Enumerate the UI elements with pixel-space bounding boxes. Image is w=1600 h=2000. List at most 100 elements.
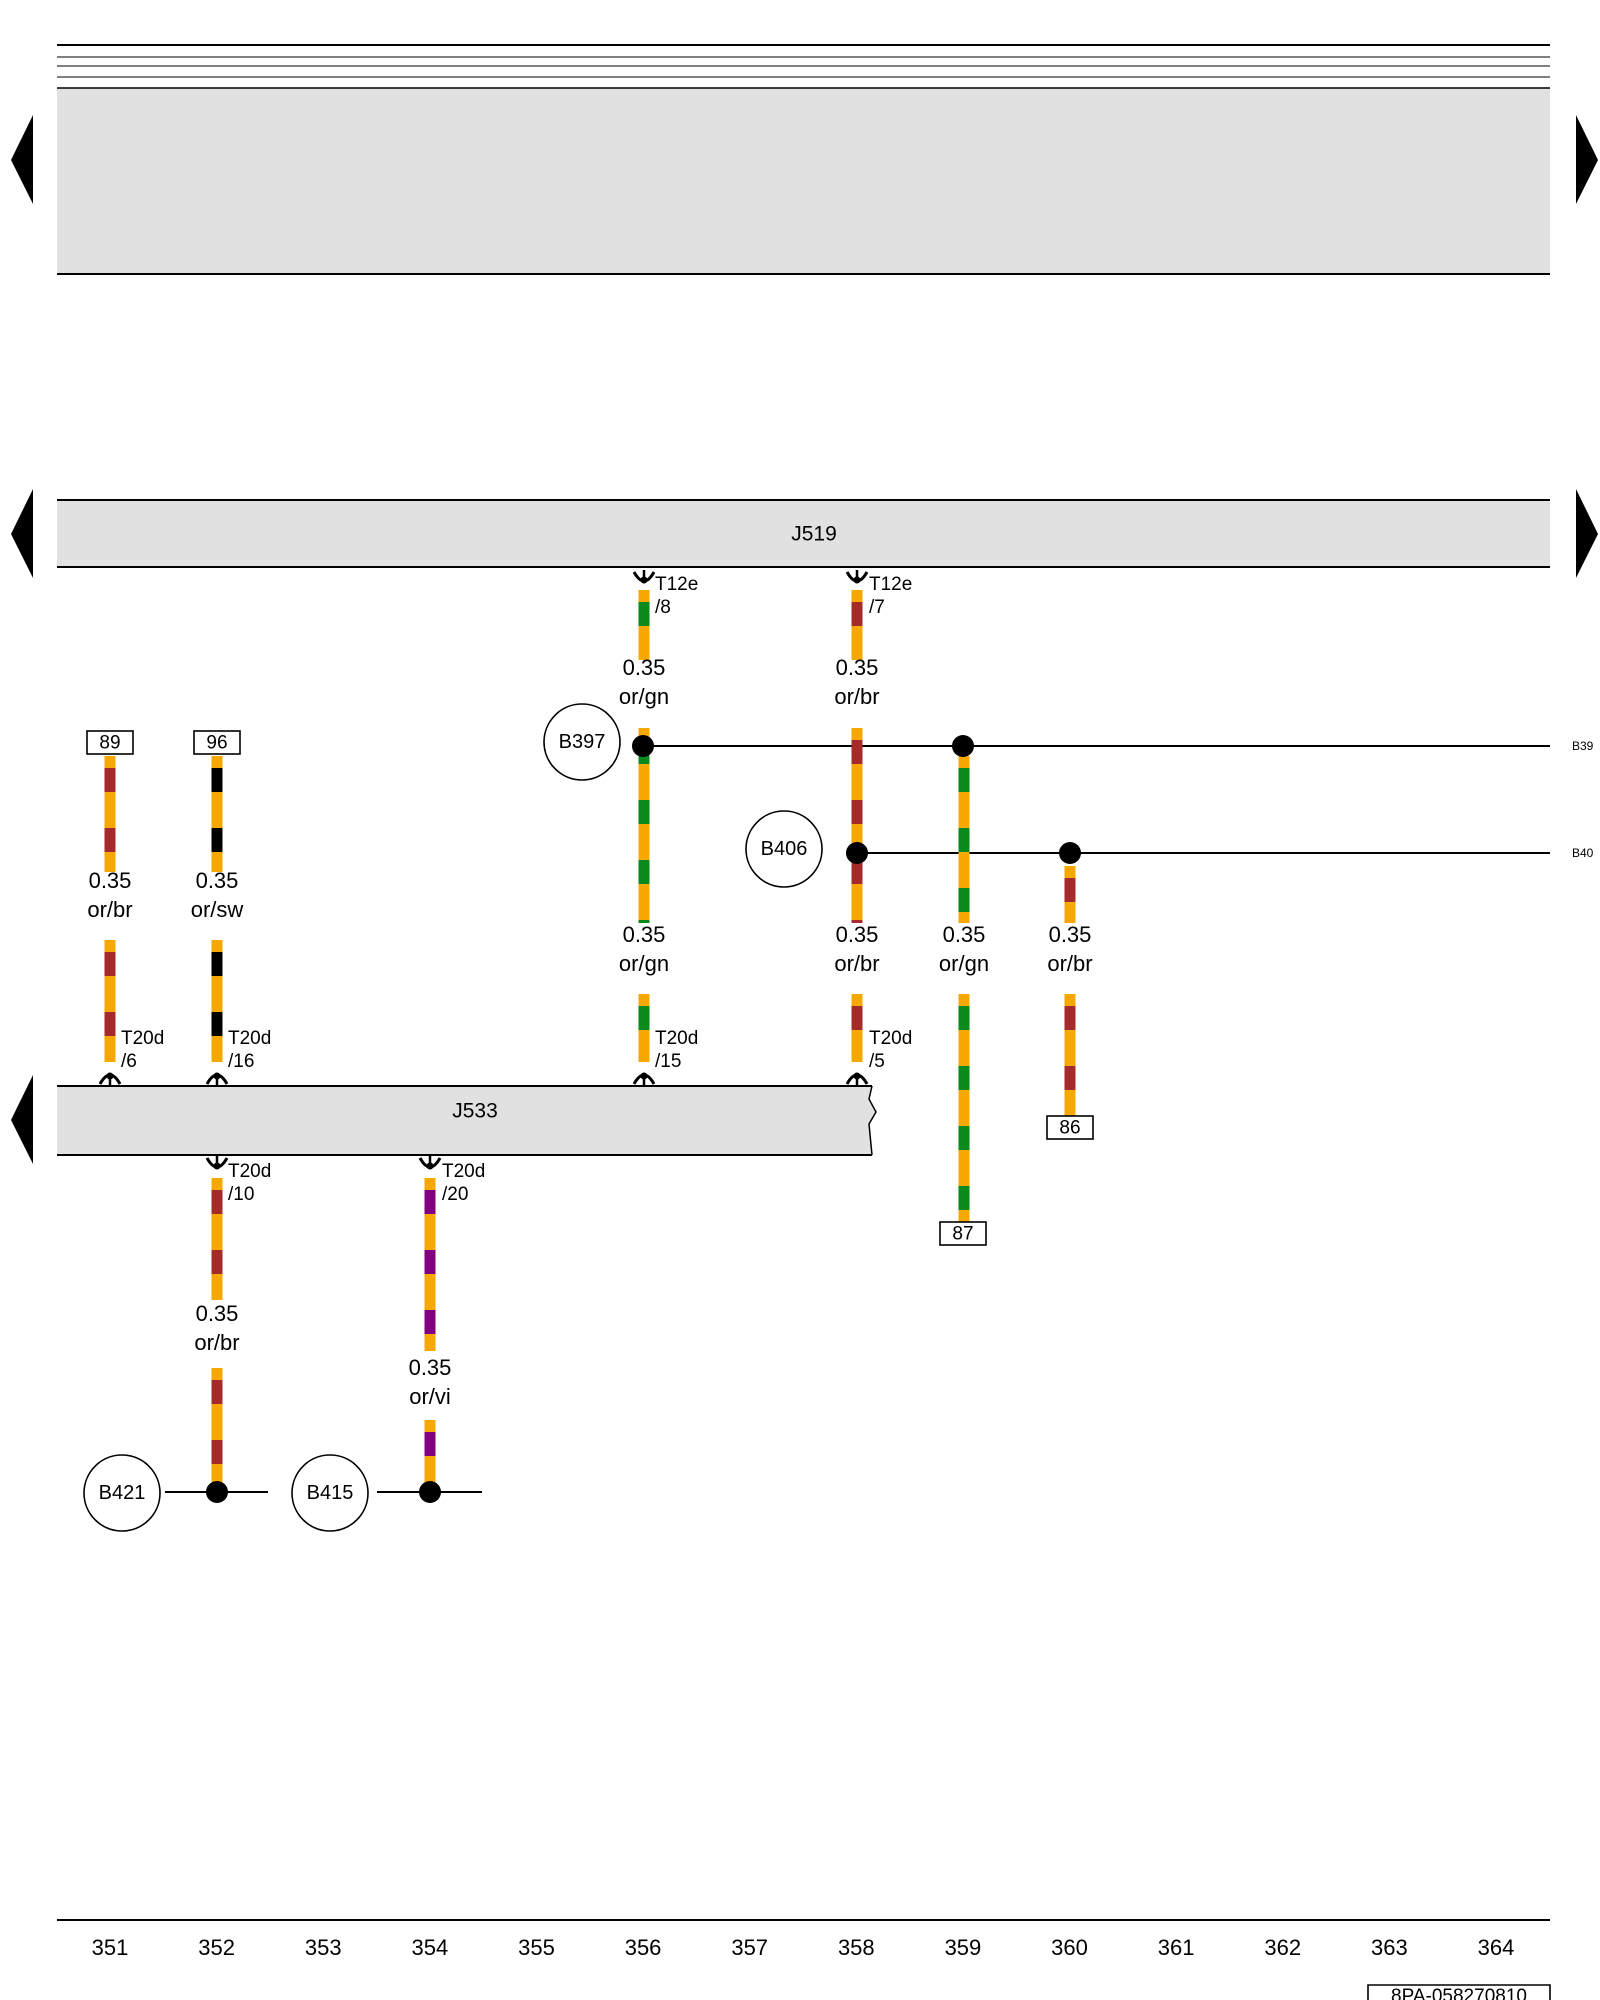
wire-segment[interactable] [211,1178,223,1300]
wire-segment[interactable] [958,756,970,923]
wire-segment[interactable] [851,590,863,660]
wire-stripe [638,800,650,824]
wire-stripe [211,1012,223,1036]
connector-pin-icon [205,1072,229,1086]
wire-stripe [211,952,223,976]
wire-stripe [211,1380,223,1404]
terminal-label: 87 [952,1224,973,1245]
wire-stripe [211,768,223,792]
wire-base [1064,994,1076,1116]
junction-dot [419,1481,441,1503]
wire-labels: 0.35 or/gn 0.35 or/br 0.35 or/br 0.35 or… [87,655,1092,1409]
wire-size-label: 0.35 [623,922,666,947]
splice-label-b415: B415 [307,1482,354,1504]
wire-stripe [958,768,970,792]
wire-stripe [638,1006,650,1030]
wire-base [104,940,116,1062]
j519-label: J519 [791,523,837,546]
wire-size-label: 0.35 [196,1301,239,1326]
wire-color-label: or/br [194,1330,239,1355]
connector-pin-t20d-6: /6 [121,1051,137,1072]
j533-body [57,1086,876,1155]
junction-dot [952,735,974,757]
junction-dot [846,842,868,864]
next-section-arrow-icon[interactable] [1576,489,1598,578]
wire-stripe [104,828,116,852]
component-j533[interactable]: J533 [57,1085,877,1156]
doc-id: 8PA-058270810 [1367,1984,1551,2000]
wire-size-label: 0.35 [623,655,666,680]
wire-segment[interactable] [424,1420,436,1492]
ruler-column-label: 353 [305,1935,342,1960]
prev-section-arrow-icon[interactable] [11,489,33,578]
connector-pin-t12e-7: /7 [869,597,885,618]
wire-segment[interactable] [958,994,970,1222]
connector-pin-t20d-5: /5 [869,1051,885,1072]
connector-pin-icon [632,570,656,584]
wire-size-label: 0.35 [196,868,239,893]
wire-stripe [211,1190,223,1214]
wire-stripe [851,740,863,764]
splice-label-b397: B397 [559,731,606,753]
wire-color-label: or/gn [619,684,669,709]
prev-page-arrow-icon[interactable] [11,115,33,204]
j519-body [57,500,1550,567]
wire-stripe [1064,1006,1076,1030]
wire-color-label: or/br [834,951,879,976]
connector-name-t20d-16: T20d [228,1028,271,1049]
wire-color-label: or/br [1047,951,1092,976]
wire-segment[interactable] [211,940,223,1062]
splice-circle-b397[interactable] [543,703,621,781]
terminal-box [193,730,241,755]
splice-circle-b421[interactable] [83,1454,161,1532]
wire-stripe [958,1126,970,1150]
wire-segment[interactable] [424,1178,436,1351]
connector-symbol-layer [98,570,869,1170]
connector-pin-icon [98,1072,122,1086]
connector-pin-t20d-10: /10 [228,1184,254,1205]
wire-stripe [104,1012,116,1036]
wire-base [104,756,116,872]
wire-segment[interactable] [851,994,863,1062]
wire-size-label: 0.35 [409,1355,452,1380]
terminal-box [939,1221,987,1246]
wire-segment[interactable] [1064,866,1076,923]
ruler-column-label: 355 [518,1935,555,1960]
connector-name-t20d-5: T20d [869,1028,912,1049]
ruler-column-label: 354 [411,1935,448,1960]
terminal-boxes: 89 96 87 86 [86,730,1094,1246]
wire-segment[interactable] [1064,994,1076,1116]
connector-pin-t20d-15: /15 [655,1051,681,1072]
connector-name-t12e-7: T12e [869,574,912,595]
ruler-column-label: 357 [731,1935,768,1960]
splice-circle-b406[interactable] [745,810,823,888]
wire-stripe [104,952,116,976]
terminal-label: 89 [99,733,120,754]
wire-segment[interactable] [638,590,650,660]
connector-pin-t20d-16: /16 [228,1051,254,1072]
wire-segment[interactable] [638,994,650,1062]
next-page-arrow-icon[interactable] [1576,115,1598,204]
wire-stripe [638,602,650,626]
wire-segment[interactable] [211,756,223,872]
component-j519[interactable]: J519 [57,499,1550,568]
header-panel-fill [57,88,1550,274]
wire-segment[interactable] [104,940,116,1062]
wire-segment[interactable] [211,1368,223,1492]
wire-stripe [424,1432,436,1456]
connector-name-t20d-10: T20d [228,1161,271,1182]
splice-circle-b415[interactable] [291,1454,369,1532]
doc-id-label: 8PA-058270810 [1391,1986,1527,2000]
splice-label-b421: B421 [99,1482,146,1504]
j533-break-edge [868,1085,877,1156]
wire-segment[interactable] [104,756,116,872]
prev-component-arrow-icon[interactable] [11,1075,33,1164]
wire-stripe [851,860,863,884]
terminal-box [1046,1115,1094,1140]
wire-stripe [211,1440,223,1464]
wire-segment[interactable] [851,728,863,923]
wire-segment[interactable] [638,728,650,923]
wire-stripe [958,828,970,852]
wire-stripe [851,1006,863,1030]
